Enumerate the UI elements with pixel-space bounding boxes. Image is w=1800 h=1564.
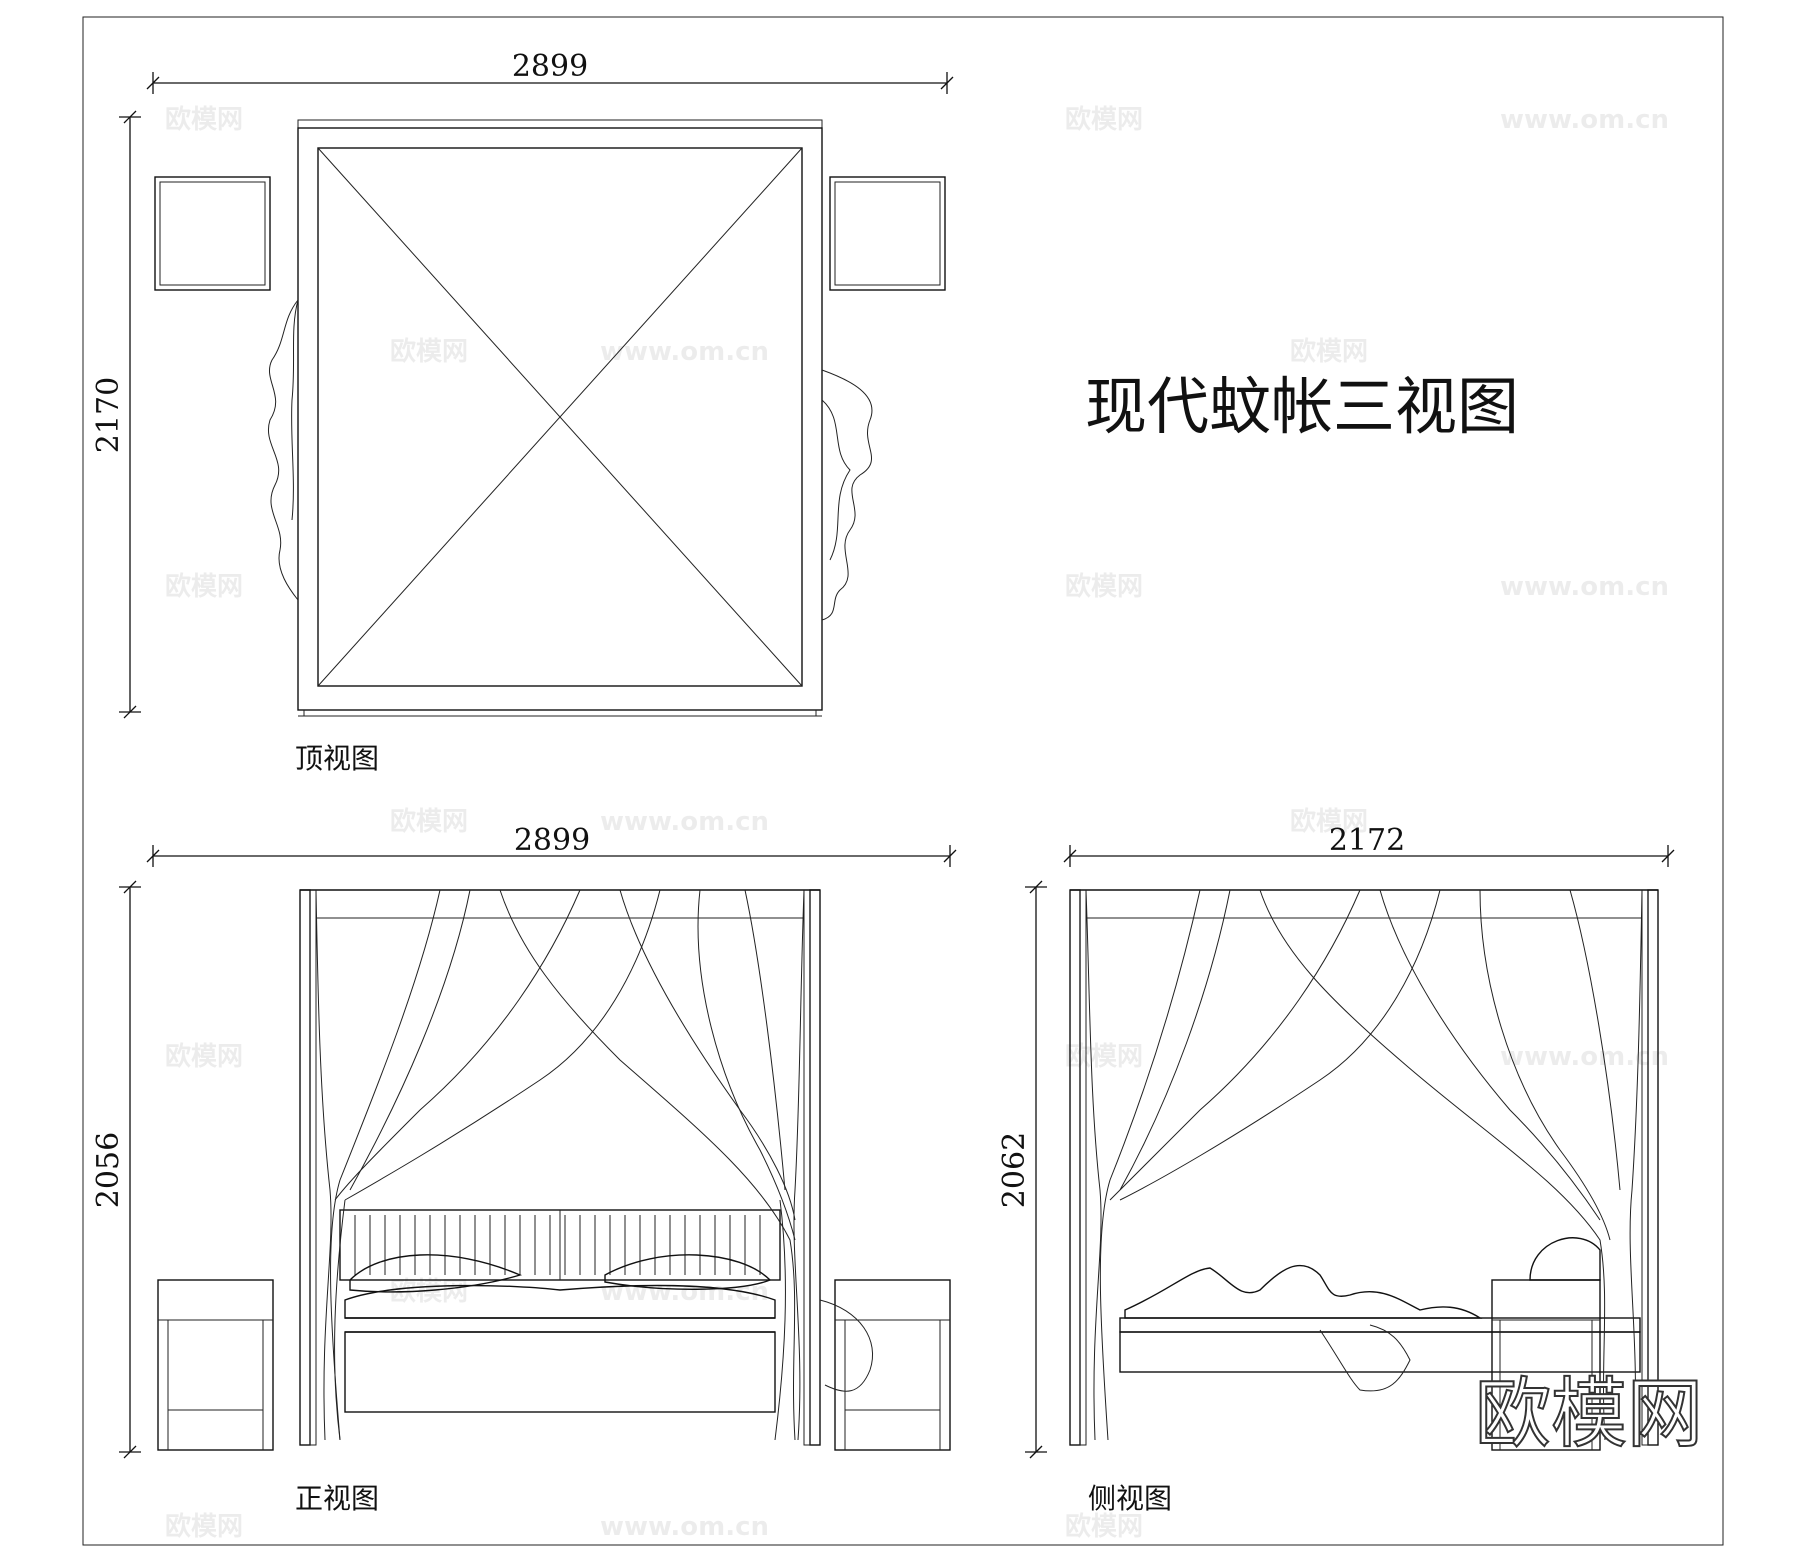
pillow	[604, 1254, 772, 1290]
side-view-label: 侧视图	[1088, 1482, 1172, 1515]
blanket	[1124, 1264, 1483, 1319]
canopy-diagonal	[317, 147, 803, 687]
front-view: 2899 2056	[91, 823, 957, 1515]
curtain-front	[315, 889, 874, 1441]
watermark-text: 欧模网	[165, 104, 243, 135]
nightstand-right-top	[829, 176, 946, 291]
watermark-text: 欧模网	[1065, 104, 1143, 135]
pillow	[1529, 1237, 1601, 1281]
side-width-value: 2172	[1329, 823, 1405, 858]
top-width-dimension: 2899	[146, 49, 954, 94]
watermark-text: 欧模网	[1065, 1041, 1143, 1072]
top-view: 2899 2170	[91, 49, 954, 775]
side-height-value: 2062	[997, 1132, 1032, 1208]
nightstand-left-top	[154, 176, 271, 291]
brand-watermark: 欧模网	[1475, 1369, 1703, 1458]
watermark-text: 欧模网	[1065, 571, 1143, 602]
watermark-text: 欧模网	[165, 1041, 243, 1072]
side-view: 2172 2062	[997, 823, 1675, 1515]
watermark-url: www.om.cn	[600, 807, 769, 837]
watermark-text: 欧模网	[1065, 1511, 1143, 1542]
canopy-outline	[297, 127, 823, 711]
top-depth-value: 2170	[91, 377, 126, 453]
watermark-text: 欧模网	[390, 806, 468, 837]
front-view-label: 正视图	[295, 1482, 379, 1515]
side-height-dimension: 2062	[997, 880, 1047, 1459]
watermark-text: 欧模网	[1290, 336, 1368, 367]
curtain-drape-left	[268, 299, 299, 601]
watermark-url: www.om.cn	[600, 337, 769, 367]
front-width-dimension: 2899	[146, 823, 957, 867]
watermark-layer: 欧模网 欧模网 欧模网 欧模网 欧模网 欧模网 欧模网 欧模网 欧模网 欧模网 …	[165, 104, 1669, 1542]
watermark-url: www.om.cn	[1500, 1042, 1669, 1072]
top-depth-dimension: 2170	[91, 110, 141, 719]
curtain-drape-right	[821, 369, 873, 621]
drawing-frame	[82, 16, 1724, 1546]
bed-frame	[1119, 1331, 1641, 1373]
watermark-text: 欧模网	[165, 1511, 243, 1542]
bed-post-left	[299, 889, 311, 1446]
side-footboard	[1491, 1279, 1601, 1451]
watermark-text: 欧模网	[165, 571, 243, 602]
nightstand-right-front	[834, 1279, 951, 1451]
drawing-title: 现代蚊帐三视图	[1085, 370, 1519, 443]
headboard-spindles	[354, 1210, 761, 1280]
top-width-value: 2899	[512, 49, 588, 84]
side-width-dimension: 2172	[1063, 823, 1675, 867]
watermark-url: www.om.cn	[1500, 105, 1669, 135]
watermark-url: www.om.cn	[1500, 572, 1669, 602]
bed-post-right	[1647, 889, 1659, 1446]
blanket	[344, 1284, 776, 1319]
top-view-label: 顶视图	[295, 742, 379, 775]
front-height-value: 2056	[91, 1132, 126, 1208]
front-height-dimension: 2056	[91, 880, 141, 1459]
watermark-text: 欧模网	[1290, 806, 1368, 837]
watermark-text: 欧模网	[390, 336, 468, 367]
bed-frame	[344, 1331, 776, 1413]
watermark-url: www.om.cn	[600, 1512, 769, 1542]
curtain-side	[1085, 889, 1643, 1441]
bed-post-right	[809, 889, 821, 1446]
bed-post-left	[1069, 889, 1081, 1446]
pillow	[349, 1254, 523, 1293]
nightstand-left-front	[157, 1279, 274, 1451]
front-width-value: 2899	[514, 823, 590, 858]
